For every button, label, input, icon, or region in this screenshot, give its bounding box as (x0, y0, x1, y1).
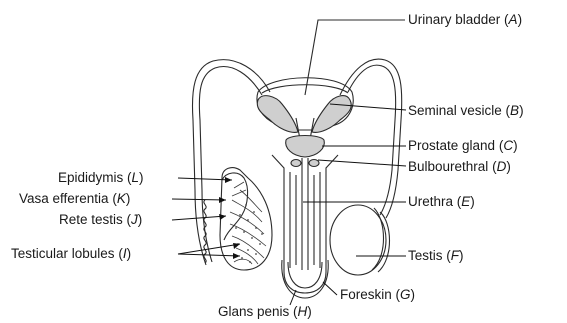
label-seminal-vesicle: Seminal vesicle (B) (408, 103, 524, 119)
label-rete-testis: Rete testis (J) (59, 212, 142, 228)
label-vasa-efferentia-text: Vasa efferentia (19, 191, 109, 206)
label-rete-testis-text: Rete testis (59, 212, 123, 227)
bulbourethral-gland-left (291, 160, 301, 167)
label-bulbourethral: Bulbourethral (D) (408, 159, 511, 175)
label-prostate-gland: Prostate gland (C) (408, 138, 518, 154)
label-seminal-vesicle-text: Seminal vesicle (408, 103, 502, 118)
label-urinary-bladder-letter: A (509, 12, 518, 27)
label-testis-text: Testis (408, 248, 443, 263)
label-seminal-vesicle-letter: B (510, 103, 519, 118)
bulbourethral-gland-right (309, 160, 319, 167)
label-epididymis-text: Epididymis (58, 170, 123, 185)
label-urethra-letter: E (461, 194, 470, 209)
label-testicular-lobules-text: Testicular lobules (11, 246, 115, 261)
label-bulbourethral-text: Bulbourethral (408, 159, 488, 174)
label-testis-letter: F (451, 248, 459, 263)
prostate-gland-shape (286, 136, 325, 158)
label-bulbourethral-letter: D (497, 159, 507, 174)
label-prostate-gland-letter: C (503, 138, 513, 153)
label-urethra-text: Urethra (408, 194, 453, 209)
leader-lines (172, 104, 406, 305)
label-foreskin: Foreskin (G) (340, 287, 415, 303)
label-testicular-lobules: Testicular lobules (I) (11, 246, 131, 262)
label-prostate-gland-text: Prostate gland (408, 138, 495, 153)
right-testis-shape (330, 205, 386, 275)
right-vas-deferens (348, 65, 396, 215)
label-glans-penis-text: Glans penis (218, 304, 289, 319)
coiled-vas-deferens (204, 200, 206, 263)
label-glans-penis-letter: H (298, 304, 308, 319)
label-rete-testis-letter: J (131, 212, 138, 227)
label-vasa-efferentia: Vasa efferentia (K) (19, 191, 130, 207)
foreskin-shape (282, 260, 328, 298)
label-epididymis: Epididymis (L) (58, 170, 144, 186)
label-foreskin-letter: G (400, 287, 411, 302)
ureter-line (305, 20, 405, 95)
label-urethra: Urethra (E) (408, 194, 475, 210)
glans-penis-shape (288, 262, 322, 288)
label-testicular-lobules-letter: I (123, 246, 127, 261)
seminal-vesicle-right (312, 96, 351, 133)
label-urinary-bladder: Urinary bladder (A) (408, 12, 522, 28)
label-glans-penis: Glans penis (H) (218, 304, 312, 320)
label-urinary-bladder-text: Urinary bladder (408, 12, 500, 27)
seminal-vesicle-left (257, 96, 298, 133)
label-foreskin-text: Foreskin (340, 287, 392, 302)
label-vasa-efferentia-letter: K (117, 191, 126, 206)
label-testis: Testis (F) (408, 248, 464, 264)
label-epididymis-letter: L (132, 170, 140, 185)
left-vas-deferens (199, 67, 262, 262)
